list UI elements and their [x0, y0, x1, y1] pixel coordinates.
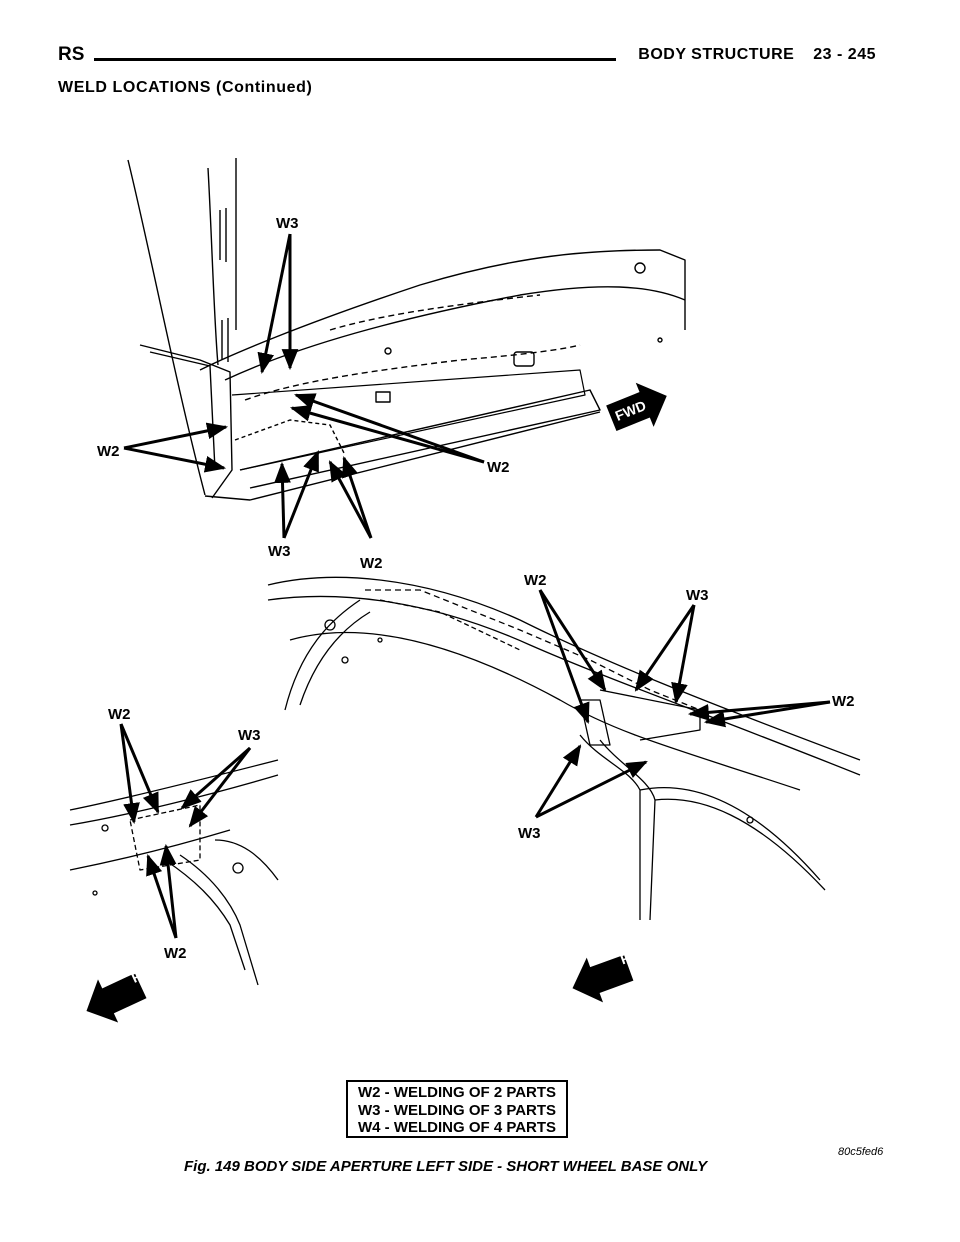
legend-item-w2: W2 - WELDING OF 2 PARTS [358, 1084, 557, 1101]
header-section-title: BODY STRUCTURE [638, 46, 795, 63]
callout-top-w2-left: W2 [97, 443, 120, 460]
callout-labels: W3 W2 W2 W3 W2 W2 W3 W2 W3 W2 W3 W2 [97, 215, 855, 962]
legend-item-w4: W4 - WELDING OF 4 PARTS [358, 1119, 557, 1136]
fwd-arrow-left: FWD [86, 958, 165, 1023]
callout-top-w2-right: W2 [487, 459, 510, 476]
fwd-arrow-icon [86, 973, 147, 1023]
callout-left-w2-lower: W2 [164, 945, 187, 962]
fwd-arrow-right: FWD [572, 942, 654, 1003]
fwd-arrow-right-label: FWD [618, 942, 653, 968]
callout-arrows [119, 233, 831, 939]
callout-right-w3-upper: W3 [686, 587, 709, 604]
top-view-drawing [127, 158, 686, 501]
header-page-number: 23 - 245 [813, 46, 876, 63]
callout-left-w3-upper: W3 [238, 727, 261, 744]
header-section: BODY STRUCTURE 23 - 245 [624, 46, 876, 64]
callout-right-w2-upper: W2 [524, 572, 547, 589]
header-model-code: RS [58, 44, 85, 65]
callout-top-w2-lower: W2 [360, 555, 383, 572]
fwd-arrow-left-label: FWD [129, 958, 165, 986]
header-rule [94, 58, 616, 61]
fwd-arrow-top: FWD [606, 382, 667, 432]
fwd-arrow-icon [572, 954, 634, 1003]
page-header: RS BODY STRUCTURE 23 - 245 [58, 44, 876, 72]
callout-right-w2-side: W2 [832, 693, 855, 710]
fwd-arrow-icon [606, 382, 667, 432]
figure-id: 80c5fed6 [838, 1146, 884, 1158]
legend-item-w3: W3 - WELDING OF 3 PARTS [358, 1101, 557, 1119]
callout-right-w3-lower: W3 [518, 825, 541, 842]
weld-legend: W2 - WELDING OF 2 PARTS W3 - WELDING OF … [346, 1080, 568, 1138]
figure-caption: Fig. 149 BODY SIDE APERTURE LEFT SIDE - … [184, 1158, 708, 1175]
section-subheading: WELD LOCATIONS (Continued) [58, 79, 313, 96]
callout-top-w3-lower: W3 [268, 543, 291, 560]
callout-left-w2-upper: W2 [108, 706, 131, 723]
right-view-drawing [267, 576, 861, 921]
left-view-drawing [69, 759, 279, 986]
callout-top-w3-upper: W3 [276, 215, 299, 232]
